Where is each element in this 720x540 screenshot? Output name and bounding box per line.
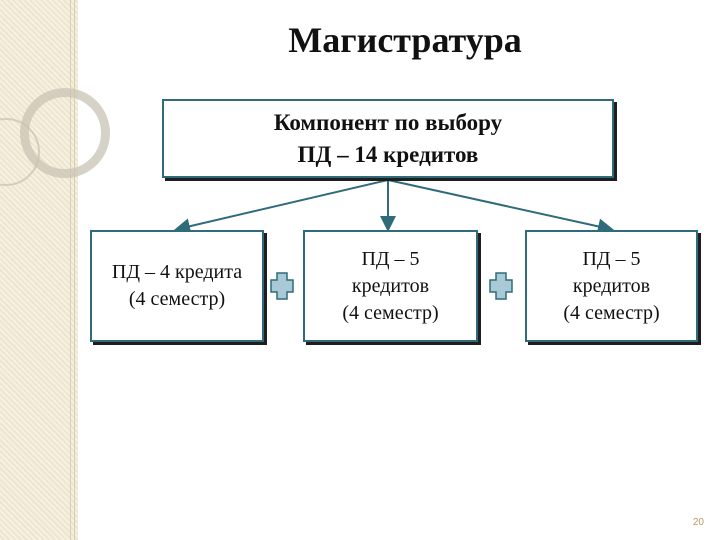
decorative-side-line [70, 0, 71, 540]
child-1-line-2: (4 семестр) [128, 288, 226, 310]
child-2-line-2: кредитов [351, 274, 430, 297]
child-box-2: ПД – 5 кредитов (4 семестр) [303, 230, 478, 342]
plus-icon [489, 272, 513, 300]
child-3-line-1: ПД – 5 [582, 247, 641, 270]
child-1-line-1: ПД – 4 кредита [111, 261, 243, 283]
root-line-1: Компонент по выбору [273, 109, 503, 135]
connector-root-to-left [174, 179, 389, 235]
decorative-side-band [0, 0, 78, 540]
child-box-1: ПД – 4 кредита (4 семестр) [90, 230, 264, 342]
child-box-3: ПД – 5 кредитов (4 семестр) [525, 230, 698, 342]
decorative-side-line [74, 0, 75, 540]
root-line-2: ПД – 14 кредитов [297, 141, 479, 167]
page-number: 20 [692, 517, 704, 528]
child-2-line-1: ПД – 5 [361, 247, 420, 270]
plus-icon [270, 272, 294, 300]
child-3-line-3: (4 семестр) [563, 301, 660, 324]
child-2-line-3: (4 семестр) [342, 301, 439, 324]
root-component-box: Компонент по выбору ПД – 14 кредитов [162, 99, 614, 178]
child-3-line-2: кредитов [572, 274, 651, 297]
connector-root-to-right [387, 179, 614, 235]
slide-title: Магистратура [288, 20, 522, 60]
